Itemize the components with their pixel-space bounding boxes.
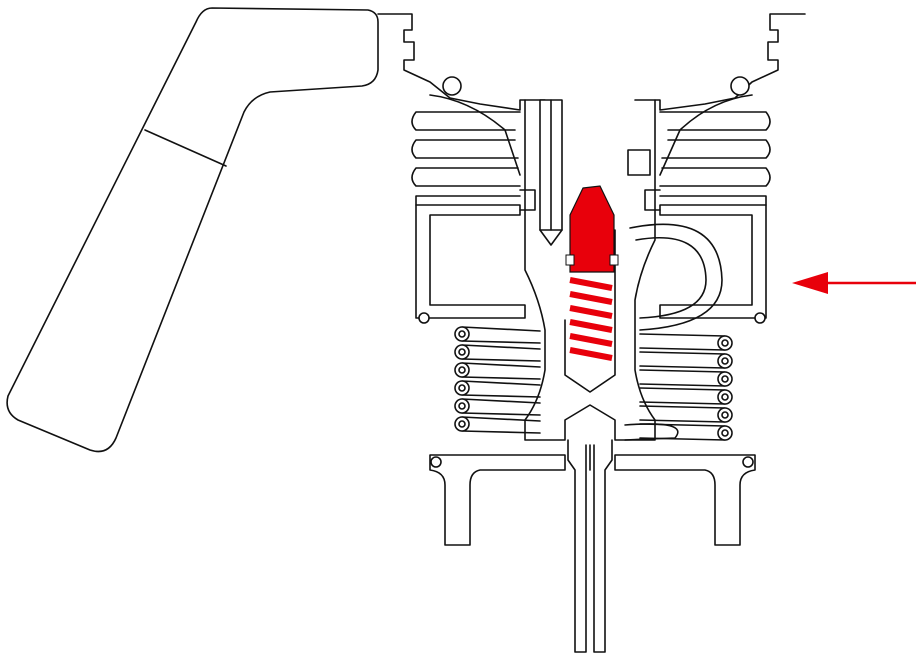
bypass-tube [624, 223, 723, 441]
coil-turn [717, 371, 733, 387]
central-body [519, 99, 661, 441]
coil-turn [454, 380, 470, 396]
plunger-pin-left [565, 254, 575, 266]
coil-turn [454, 326, 470, 342]
left-oring [442, 76, 462, 96]
coil-turn-core [721, 411, 729, 419]
coil-turn [717, 335, 733, 351]
chamber-seal-right [754, 312, 766, 324]
coil-turn-core [458, 366, 466, 374]
top-flange [377, 13, 806, 176]
coil-turn-core [458, 420, 466, 428]
coil-turn [717, 389, 733, 405]
coil-wire [639, 351, 726, 369]
coil-right [639, 333, 733, 441]
cooling-fins-left [411, 111, 521, 206]
coil-turn [454, 344, 470, 360]
spring-coil [569, 319, 613, 333]
coil-wire [639, 387, 726, 405]
bowl-seal-left [430, 456, 442, 468]
coil-wire [461, 398, 541, 416]
plunger [565, 185, 619, 361]
arrow-head [792, 272, 828, 294]
chamber [415, 204, 767, 324]
coil-turn-core [721, 393, 729, 401]
coil-turn [717, 353, 733, 369]
plunger-pin-right [609, 254, 619, 266]
outlet-stem [567, 439, 613, 653]
plunger-spring [569, 277, 613, 361]
coil-wire [639, 423, 726, 441]
coil-turn [717, 425, 733, 441]
coil-wire [639, 405, 726, 423]
coil-turn-core [721, 375, 729, 383]
coil-wire [639, 369, 726, 387]
spring-coil [569, 347, 613, 361]
coil-left [454, 326, 541, 434]
cooling-fins-right [659, 111, 771, 206]
coil-wire [461, 344, 541, 362]
coil-wire [461, 326, 541, 344]
coil-turn-core [458, 384, 466, 392]
coil-wire [461, 362, 541, 380]
spring-coil [569, 333, 613, 347]
flow-direction-arrow [792, 272, 916, 294]
plunger-head [569, 185, 615, 273]
spring-coil [569, 305, 613, 319]
coil-wire [461, 416, 541, 434]
handle [6, 7, 379, 453]
coil-wire [639, 333, 726, 351]
spring-coil [569, 277, 613, 291]
spring-coil [569, 291, 613, 305]
bowl-seal-right [742, 456, 754, 468]
coil-turn [454, 362, 470, 378]
coil-turn [717, 407, 733, 423]
coil-turn-core [458, 348, 466, 356]
coil-turn-core [721, 339, 729, 347]
right-oring [730, 76, 750, 96]
bottom-bowl [429, 454, 756, 546]
coil-turn-core [458, 402, 466, 410]
coil-turn [454, 398, 470, 414]
chamber-seal-left [418, 312, 430, 324]
coil-turn [454, 416, 470, 432]
coil-wire [461, 380, 541, 398]
coil-turn-core [458, 330, 466, 338]
handle-grip-seam [144, 129, 227, 167]
coil-turn-core [721, 357, 729, 365]
coil-turn-core [721, 429, 729, 437]
